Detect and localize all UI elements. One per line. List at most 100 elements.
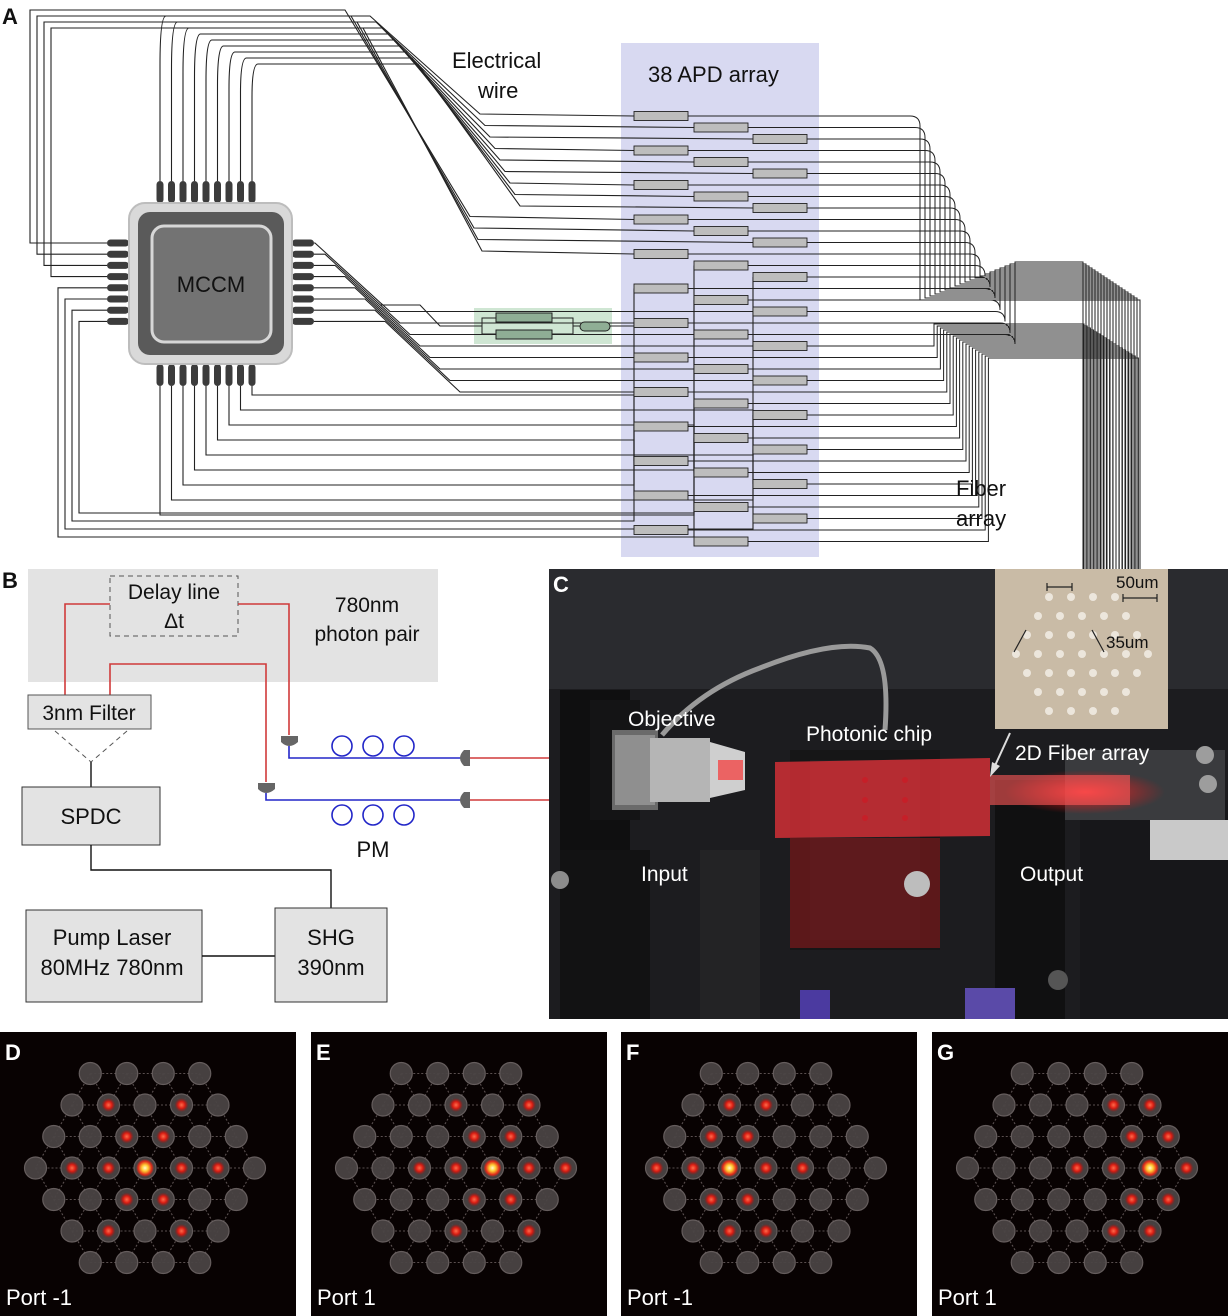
fiber-line	[688, 343, 1117, 569]
intensity-spot	[722, 1224, 737, 1238]
waveguide-site	[992, 1219, 1016, 1243]
intensity-spot	[759, 1098, 773, 1112]
waveguide-site	[407, 1219, 432, 1243]
waveguide-site	[1083, 1061, 1107, 1086]
intensity-spot	[1143, 1098, 1157, 1112]
intensity-spot	[740, 1192, 755, 1207]
input-label: Input	[641, 863, 688, 886]
waveguide-site	[42, 1187, 66, 1212]
apd-detector	[633, 387, 689, 397]
electrical-wire-label-1: Electrical	[452, 48, 541, 73]
photon-pair-label-1: 780nm	[335, 594, 399, 617]
fiber-line	[807, 207, 1117, 569]
intensity-spot	[449, 1098, 463, 1112]
intensity-spot	[649, 1161, 664, 1175]
fiber-line	[807, 329, 1095, 569]
intensity-spot	[449, 1224, 463, 1238]
waveguide-site	[60, 1093, 84, 1117]
fiber-array-2d-label: 2D Fiber array	[1015, 742, 1150, 765]
fiber-line	[748, 333, 1101, 569]
panel-letter-e: E	[316, 1040, 331, 1065]
waveguide-site	[389, 1250, 413, 1275]
intensity-spot	[558, 1161, 573, 1175]
intensity-spot	[1124, 1129, 1139, 1144]
fiber-connectors	[258, 736, 470, 808]
waveguide-site	[462, 1061, 486, 1086]
intensity-spot	[1106, 1161, 1121, 1175]
waveguide-site	[224, 1124, 248, 1149]
fiber-line	[807, 265, 1090, 569]
fiber-line	[688, 355, 1136, 569]
waveguide-site	[1065, 1093, 1089, 1117]
waveguide-site	[681, 1219, 705, 1243]
waveguide-site	[1120, 1250, 1144, 1275]
waveguide-site	[224, 1187, 248, 1212]
waveguide-site	[790, 1093, 815, 1117]
fiber-line	[807, 335, 1104, 569]
intensity-spot	[1070, 1161, 1084, 1175]
waveguide-site	[845, 1124, 869, 1149]
intensity-spot	[101, 1161, 116, 1175]
waveguide-site	[772, 1061, 796, 1086]
intensity-spot	[119, 1129, 134, 1144]
intensity-spot	[119, 1192, 134, 1207]
intensity-spot	[522, 1224, 536, 1238]
fiber-line	[748, 357, 1139, 569]
input-spot	[720, 1159, 739, 1177]
waveguide-site	[699, 1250, 723, 1275]
waveguide-site	[188, 1061, 212, 1086]
delay-line-box	[109, 575, 239, 637]
port-label: Port 1	[938, 1285, 997, 1310]
photonic-chip-label: Photonic chip	[806, 723, 932, 746]
panel-a: A MCCM Electrical wire 38 APD array Fibe…	[2, 4, 1141, 569]
panel-letter-g: G	[937, 1040, 954, 1065]
fiber-line	[748, 345, 1120, 569]
intensity-spot	[412, 1161, 427, 1175]
fiber-line	[807, 323, 1085, 569]
output-label: Output	[1020, 863, 1083, 886]
waveguide-site	[353, 1187, 377, 1212]
fiber-line	[688, 331, 1098, 569]
fiber-line	[688, 349, 1127, 569]
waveguide-site	[809, 1061, 833, 1086]
port-label: Port -1	[627, 1285, 693, 1310]
fiber-line	[688, 150, 1132, 569]
waveguide-site	[772, 1250, 796, 1275]
apd-detector	[752, 272, 808, 282]
intensity-spot	[722, 1098, 737, 1112]
fiber-line	[748, 327, 1091, 569]
fiber-array-lines	[688, 115, 1141, 569]
fiber-line	[748, 127, 1138, 569]
waveguide-site	[242, 1156, 267, 1180]
pump-laser-box	[25, 909, 203, 1003]
waveguide-site	[371, 1156, 395, 1180]
scale-50um-label: 50um	[1116, 573, 1159, 592]
fiber-line	[688, 253, 1105, 569]
waveguide-site	[992, 1093, 1016, 1117]
waveguide-site	[827, 1093, 851, 1117]
apd-detector	[752, 168, 808, 179]
waveguide-site	[974, 1124, 998, 1149]
spdc-box	[21, 786, 161, 846]
waveguide-site	[809, 1124, 833, 1149]
fiber-line	[807, 173, 1126, 569]
waveguide-site	[736, 1061, 760, 1086]
waveguide-site	[188, 1124, 212, 1149]
input-spot	[483, 1159, 502, 1177]
apd-detector	[752, 375, 808, 386]
waveguide-site	[1120, 1061, 1144, 1086]
intensity-spot	[1106, 1224, 1121, 1238]
waveguide-site	[1010, 1187, 1034, 1212]
input-spot	[136, 1159, 154, 1177]
red-fiber-paths	[64, 603, 552, 801]
intensity-spot	[1179, 1161, 1194, 1175]
blue-fiber-paths	[265, 735, 462, 826]
fiber-array-label-2: array	[956, 506, 1006, 531]
waveguide-site	[955, 1156, 980, 1180]
waveguide-site	[772, 1187, 796, 1212]
waveguide-site	[1083, 1250, 1107, 1275]
intensity-spot	[759, 1224, 773, 1238]
apd-detector	[752, 306, 808, 317]
waveguide-site	[863, 1156, 888, 1180]
